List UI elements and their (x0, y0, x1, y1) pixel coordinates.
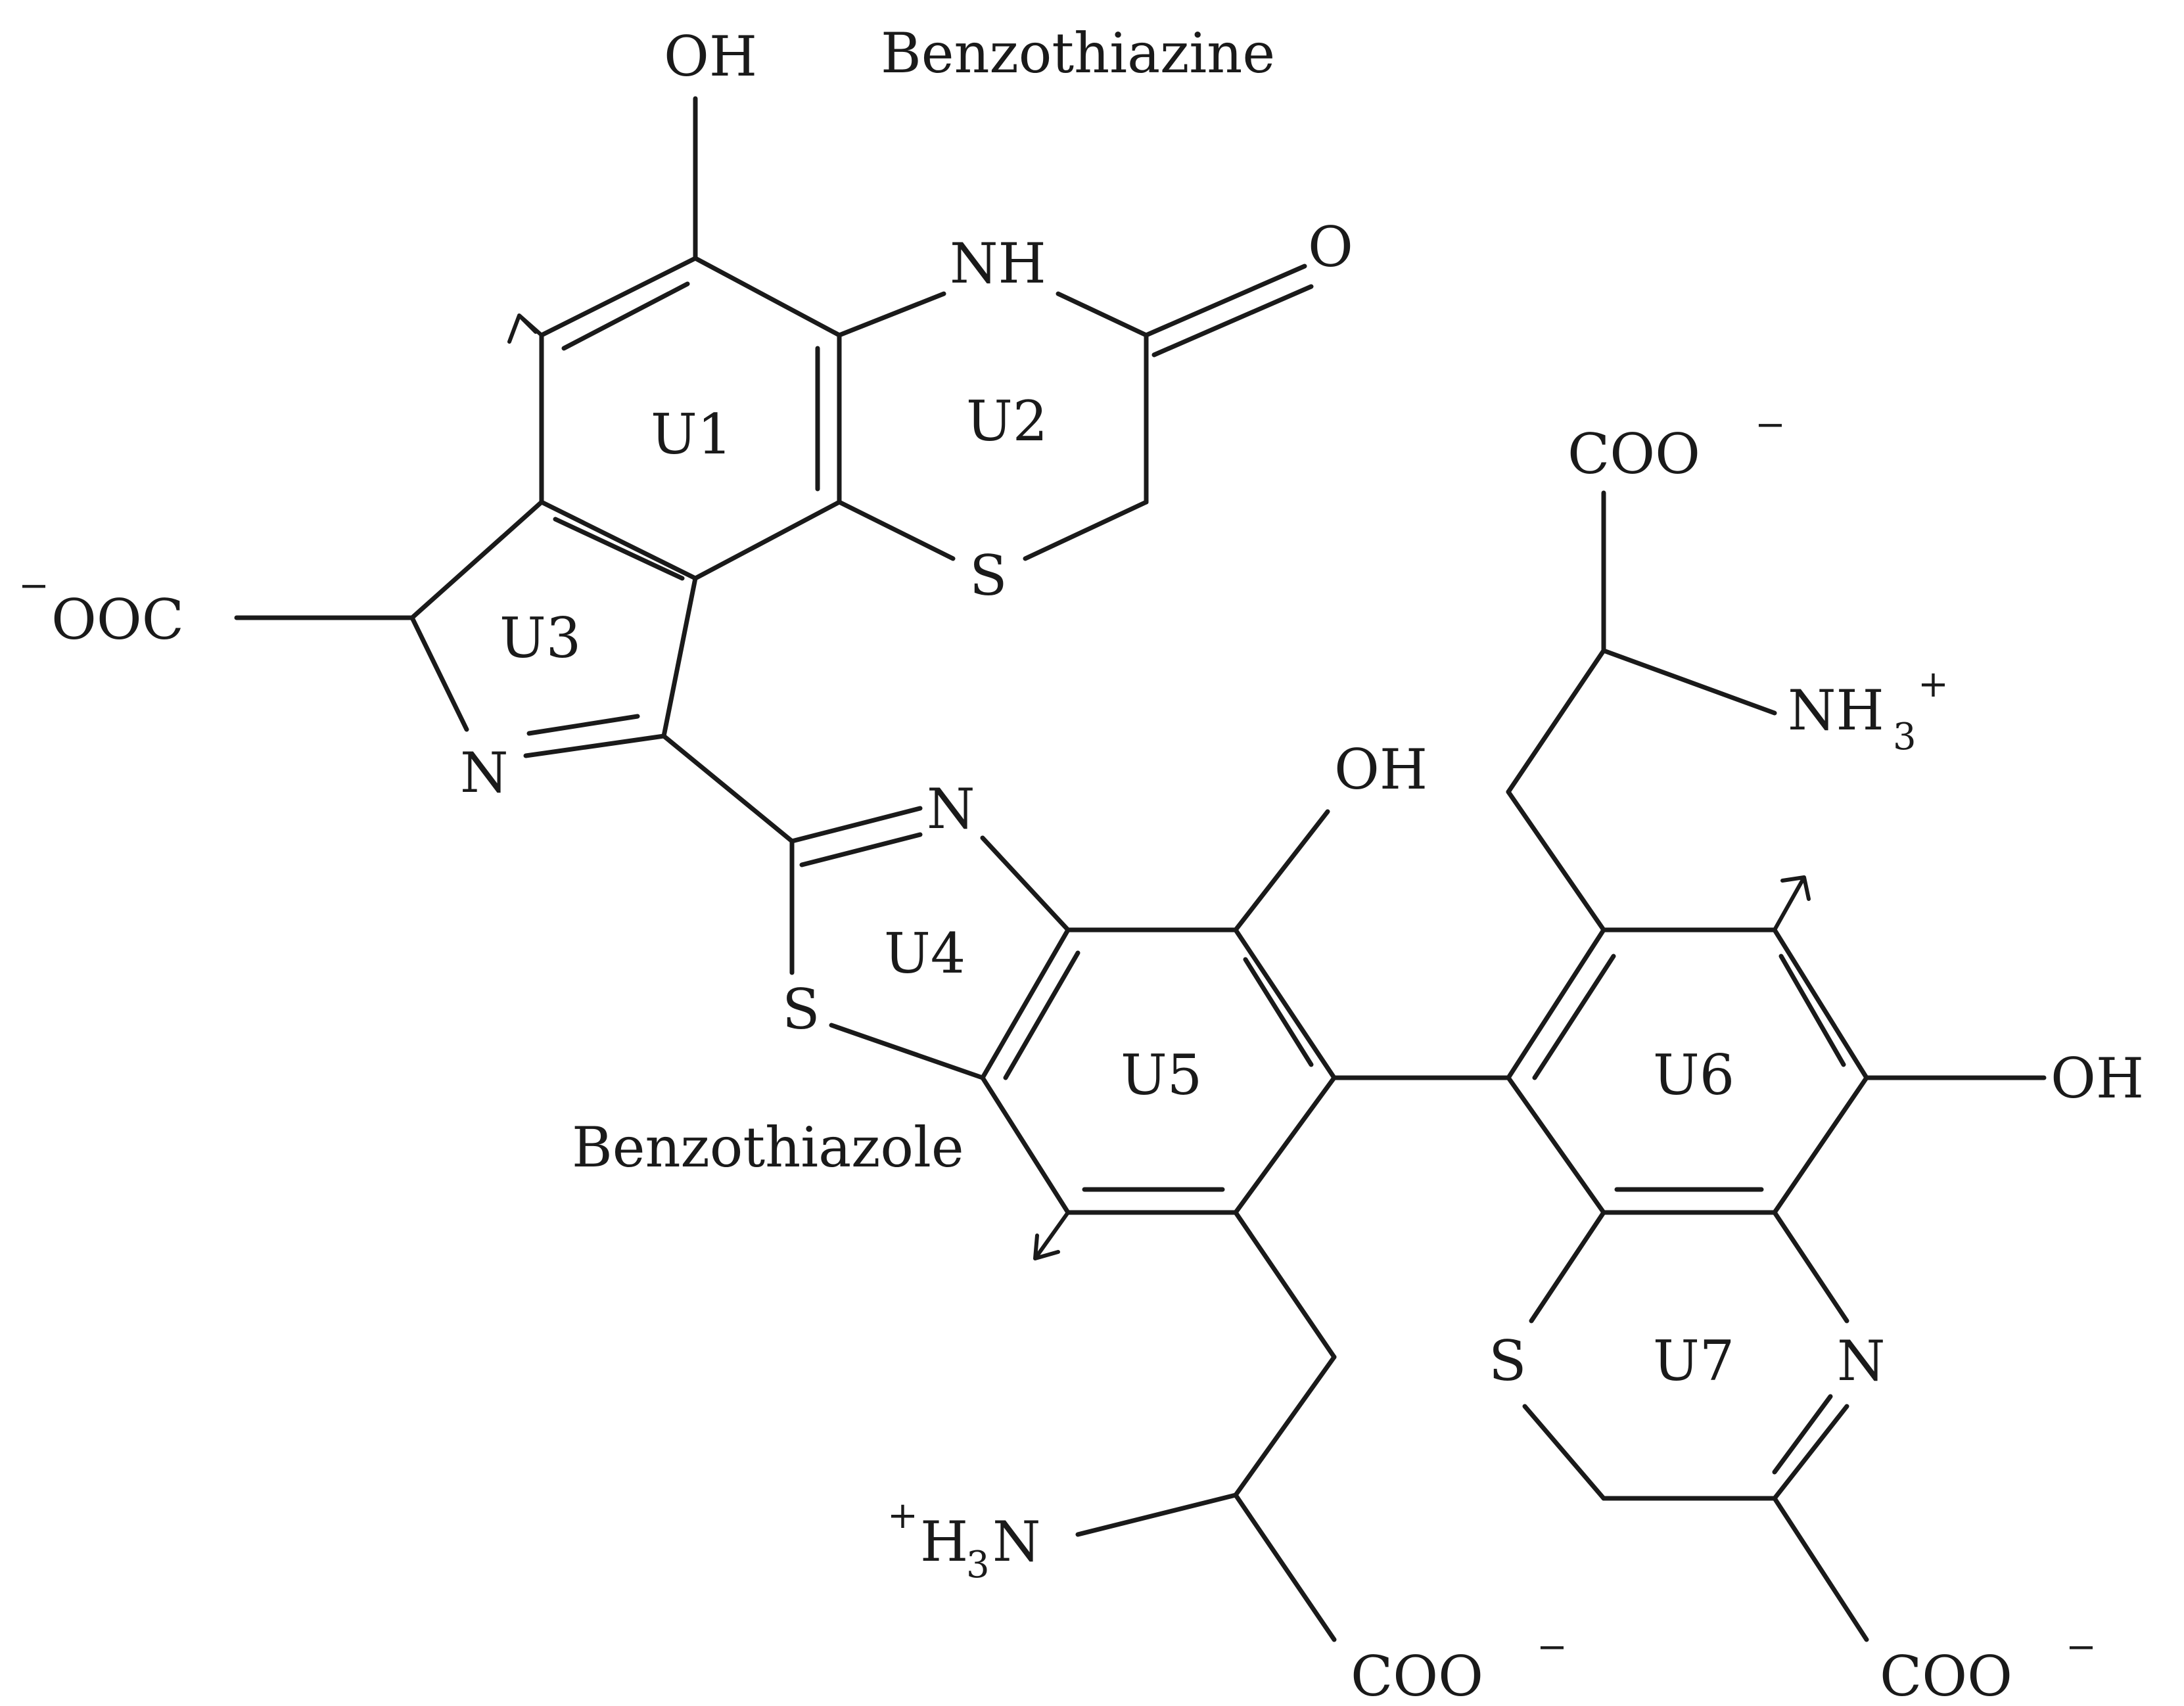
bond (693, 256, 842, 338)
atom-n-u3: N (460, 741, 509, 805)
charge-minus: − (18, 565, 49, 607)
bond-double-inner (1778, 954, 1846, 1067)
bond (1772, 1404, 1849, 1501)
charge-plus: + (887, 1494, 918, 1537)
benzothiazole-label: Benzothiazole (572, 1115, 964, 1180)
bond (1506, 648, 1606, 795)
atom-s-u4: S (782, 977, 820, 1042)
charge-plus: + (1918, 663, 1949, 706)
atom-n-u7: N (1837, 1329, 1886, 1393)
subscript-3: 3 (1893, 716, 1917, 758)
bond (1506, 1075, 1606, 1215)
atom-oh-u6: OH (2051, 1046, 2144, 1111)
bond-double-inner (1772, 1394, 1833, 1475)
bond (837, 499, 956, 561)
bond (980, 1075, 1071, 1215)
bond (1233, 1210, 1337, 1360)
charge-minus: − (1537, 1626, 1568, 1669)
carboxylate-u3: − OOC (18, 565, 184, 652)
charge-minus: − (1755, 403, 1786, 446)
bond (1233, 809, 1330, 933)
charge-minus: − (2066, 1626, 2097, 1669)
arrow-icon (1033, 1210, 1070, 1260)
bond (829, 1023, 985, 1080)
bond-double-inner (1151, 284, 1314, 357)
bond (661, 576, 698, 739)
bond-double-inner (1003, 950, 1080, 1080)
carboxylate-u7: COO − (1880, 1626, 2097, 1706)
atom-coo: COO (1351, 1644, 1483, 1706)
carboxylate-u6: COO − (1568, 403, 1786, 486)
bond (1522, 1404, 1606, 1501)
subscript-3: 3 (966, 1544, 990, 1586)
unit-label-u2: U2 (966, 389, 1048, 453)
bond (661, 733, 795, 844)
bond-double-inner (1243, 957, 1314, 1067)
bond (1075, 1492, 1238, 1537)
bond (980, 835, 1071, 933)
arrow-icon (1773, 875, 1811, 932)
bond (1144, 264, 1307, 338)
bond (1772, 1496, 1869, 1642)
bond-double-inner (526, 714, 640, 736)
atom-coo: COO (1880, 1644, 2012, 1706)
bond-double-inner (799, 832, 923, 867)
bond (1506, 927, 1606, 1080)
atom-oh-u5: OH (1334, 737, 1428, 802)
atom-o-u2: O (1308, 215, 1353, 279)
atom-s-u2: S (969, 543, 1008, 608)
atom-h3n-h: H (920, 1510, 968, 1574)
unit-label-u3: U3 (500, 606, 581, 670)
bond (980, 927, 1071, 1080)
bond (523, 733, 666, 758)
unit-label-u6: U6 (1653, 1043, 1734, 1107)
bond (539, 256, 698, 338)
atom-coo: COO (1568, 422, 1700, 486)
ammonium-u6: NH 3 + (1788, 663, 1949, 758)
bond (1023, 499, 1149, 561)
bond-double-inner (561, 281, 690, 351)
atom-oh-u1: OH (664, 24, 757, 89)
benzothiazine-label: Benzothiazine (881, 21, 1275, 85)
atom-h3n-n: N (992, 1510, 1041, 1574)
arrow-icon (507, 313, 544, 344)
bond-network (234, 96, 2047, 1642)
bond (1506, 789, 1606, 933)
unit-label-u5: U5 (1121, 1043, 1202, 1107)
bond (539, 499, 698, 581)
atom-nh-u2: NH (950, 231, 1046, 296)
ammonium-u5: + H 3 N (887, 1494, 1041, 1586)
bond (1529, 1210, 1606, 1324)
unit-label-u1: U1 (651, 402, 732, 467)
bond (409, 499, 544, 620)
bond (1233, 1354, 1337, 1498)
bond (1233, 1492, 1337, 1642)
bond (1233, 927, 1337, 1080)
atom-n-u4: N (927, 777, 975, 841)
bond (1772, 927, 1869, 1080)
atom-ooc: OOC (51, 588, 184, 652)
bond-double-inner (553, 517, 685, 581)
polymer-linkage-arrows (507, 313, 1811, 1260)
carboxylate-u5: COO − (1351, 1626, 1568, 1706)
bond (693, 499, 842, 581)
atom-s-u7: S (1489, 1329, 1527, 1393)
unit-label-u4: U4 (884, 921, 965, 986)
bond (789, 806, 923, 844)
bond (1601, 648, 1777, 716)
bond (1772, 1210, 1849, 1324)
bond (409, 615, 469, 732)
bond (837, 291, 946, 338)
bond-double-inner (1532, 954, 1616, 1080)
unit-label-u7: U7 (1653, 1329, 1734, 1393)
bond (1772, 1075, 1869, 1215)
bond (1233, 1075, 1337, 1215)
atom-nh3: NH (1788, 678, 1884, 743)
bond (1056, 291, 1149, 338)
